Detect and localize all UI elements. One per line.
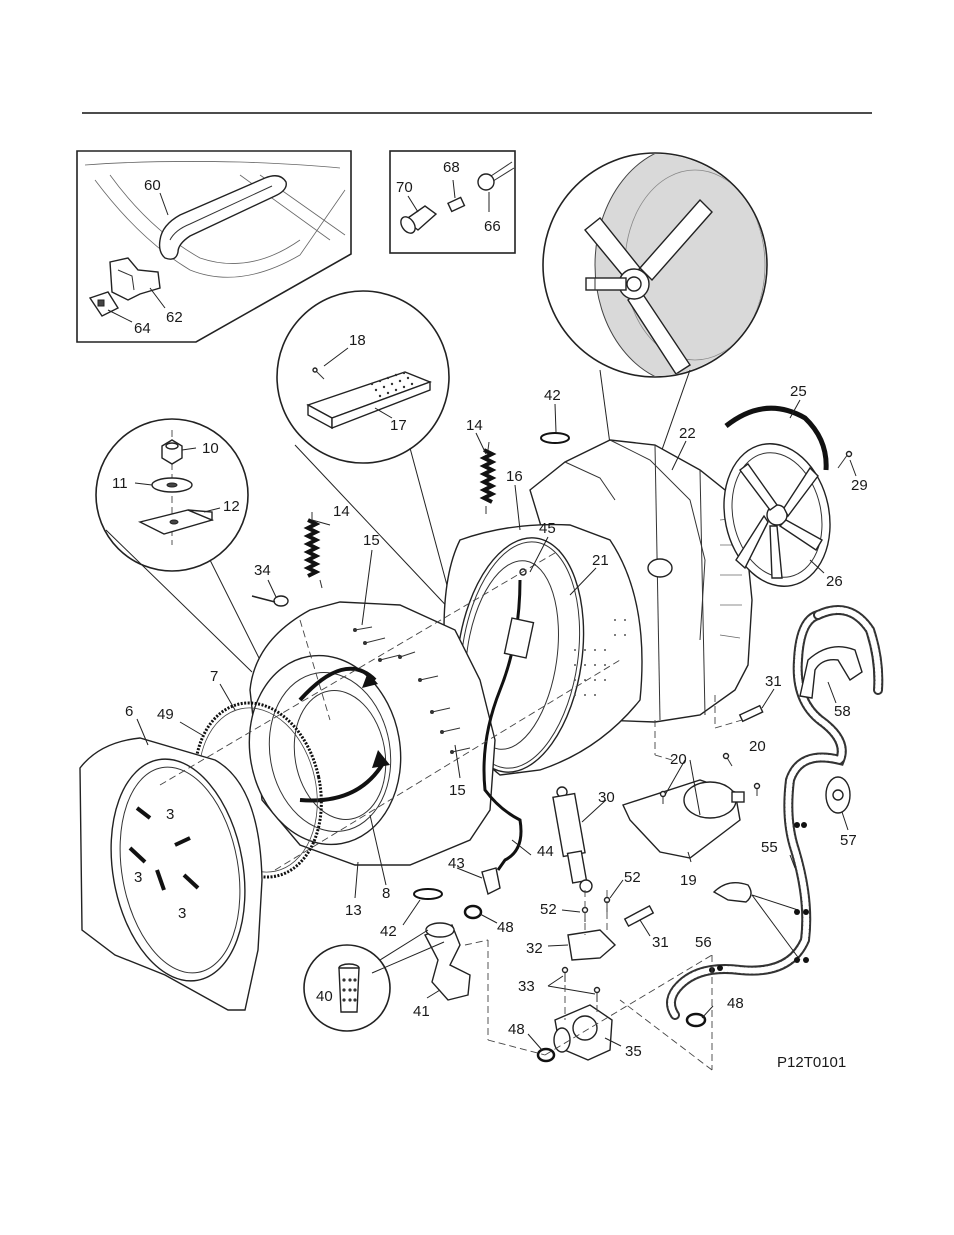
callout-7: 7 — [210, 668, 218, 685]
boot-seal-ring — [193, 701, 323, 879]
callout-labels: 6 49 7 3 3 3 34 14 15 15 8 13 14 16 45 2… — [125, 383, 868, 1060]
shock-absorber — [552, 786, 593, 893]
callout-17: 17 — [390, 417, 407, 434]
detail-circle-bracket — [276, 290, 450, 464]
callout-62: 62 — [166, 309, 183, 326]
motor — [622, 752, 761, 859]
detail-circle-filter — [303, 944, 391, 1032]
callout-45: 45 — [539, 520, 556, 537]
callout-49: 49 — [157, 706, 174, 723]
part-34 — [251, 595, 289, 607]
callout-6: 6 — [125, 703, 133, 720]
callout-21: 21 — [592, 552, 609, 569]
callout-22: 22 — [679, 425, 696, 442]
leader-lines — [136, 399, 857, 1051]
callout-35: 35 — [625, 1043, 642, 1060]
callout-57: 57 — [840, 832, 857, 849]
callout-3a: 3 — [166, 806, 174, 823]
callout-16: 16 — [506, 468, 523, 485]
belt — [724, 405, 829, 471]
callout-52b: 52 — [624, 869, 641, 886]
callout-43: 43 — [448, 855, 465, 872]
callout-48b: 48 — [727, 995, 744, 1012]
callout-68: 68 — [443, 159, 460, 176]
callout-8: 8 — [382, 885, 390, 902]
spring-right — [479, 441, 497, 514]
callout-66: 66 — [484, 218, 501, 235]
callout-52a: 52 — [540, 901, 557, 918]
callout-44: 44 — [537, 843, 554, 860]
callout-19: 19 — [680, 872, 697, 889]
part-43 — [481, 867, 501, 896]
front-tub — [248, 601, 496, 866]
callout-3c: 3 — [178, 905, 186, 922]
callout-31a: 31 — [765, 673, 782, 690]
ring-42-top — [540, 432, 570, 444]
clip-56 — [712, 882, 752, 903]
callout-15a: 15 — [363, 532, 380, 549]
callout-29: 29 — [851, 477, 868, 494]
pump — [553, 966, 613, 1061]
front-panel — [79, 737, 263, 1011]
callout-26: 26 — [826, 573, 843, 590]
callout-70: 70 — [396, 179, 413, 196]
callout-56: 56 — [695, 934, 712, 951]
callout-18: 18 — [349, 332, 366, 349]
callout-60: 60 — [144, 177, 161, 194]
detail-circle-shaft — [542, 152, 768, 378]
callout-31b: 31 — [652, 934, 669, 951]
bracket-leader-a — [294, 444, 456, 616]
spring-left — [303, 512, 323, 589]
pulley — [723, 443, 831, 587]
clamp-48-c — [536, 1047, 556, 1063]
bracket-32 — [567, 929, 617, 961]
callout-48a: 48 — [497, 919, 514, 936]
callout-25: 25 — [790, 383, 807, 400]
figure-code: P12T0101 — [777, 1054, 846, 1071]
callout-55: 55 — [761, 839, 778, 856]
hardware-leader-a — [105, 529, 253, 673]
callout-30: 30 — [598, 789, 615, 806]
callout-12: 12 — [223, 498, 240, 515]
callout-32: 32 — [526, 940, 543, 957]
bolt-31-bottom — [623, 904, 655, 928]
callout-20a: 20 — [670, 751, 687, 768]
callout-20b: 20 — [749, 738, 766, 755]
callout-41: 41 — [413, 1003, 430, 1020]
callout-14b: 14 — [466, 417, 483, 434]
bolt-31-right — [738, 704, 764, 723]
callout-42b: 42 — [380, 923, 397, 940]
callout-64: 64 — [134, 320, 151, 337]
callout-14a: 14 — [333, 503, 350, 520]
clamp-48-a — [463, 904, 483, 920]
bracket-57 — [825, 776, 851, 814]
callout-33: 33 — [518, 978, 535, 995]
alignment-lines — [159, 549, 743, 1071]
sump-hose — [424, 922, 471, 1001]
callout-10: 10 — [202, 440, 219, 457]
callout-58: 58 — [834, 703, 851, 720]
rotate-arrow-bottom — [299, 759, 387, 803]
ring-42-bottom — [413, 888, 443, 900]
hardware-leader-b — [209, 559, 261, 661]
callout-13: 13 — [345, 902, 362, 919]
callout-48c: 48 — [508, 1021, 525, 1038]
callout-42a: 42 — [544, 387, 561, 404]
callout-11: 11 — [112, 475, 128, 492]
callout-40: 40 — [316, 988, 333, 1005]
hose-guide-58 — [799, 646, 863, 699]
filter-43-block — [503, 617, 535, 659]
detail-circle-hardware — [95, 418, 249, 572]
clamp-48-b — [685, 1012, 707, 1028]
inset-box-connector — [389, 150, 516, 254]
callout-3b: 3 — [134, 869, 142, 886]
callout-34: 34 — [254, 562, 271, 579]
screw-29 — [837, 453, 849, 469]
callout-15b: 15 — [449, 782, 466, 799]
inset-box-counterweight-bracket — [76, 150, 352, 343]
